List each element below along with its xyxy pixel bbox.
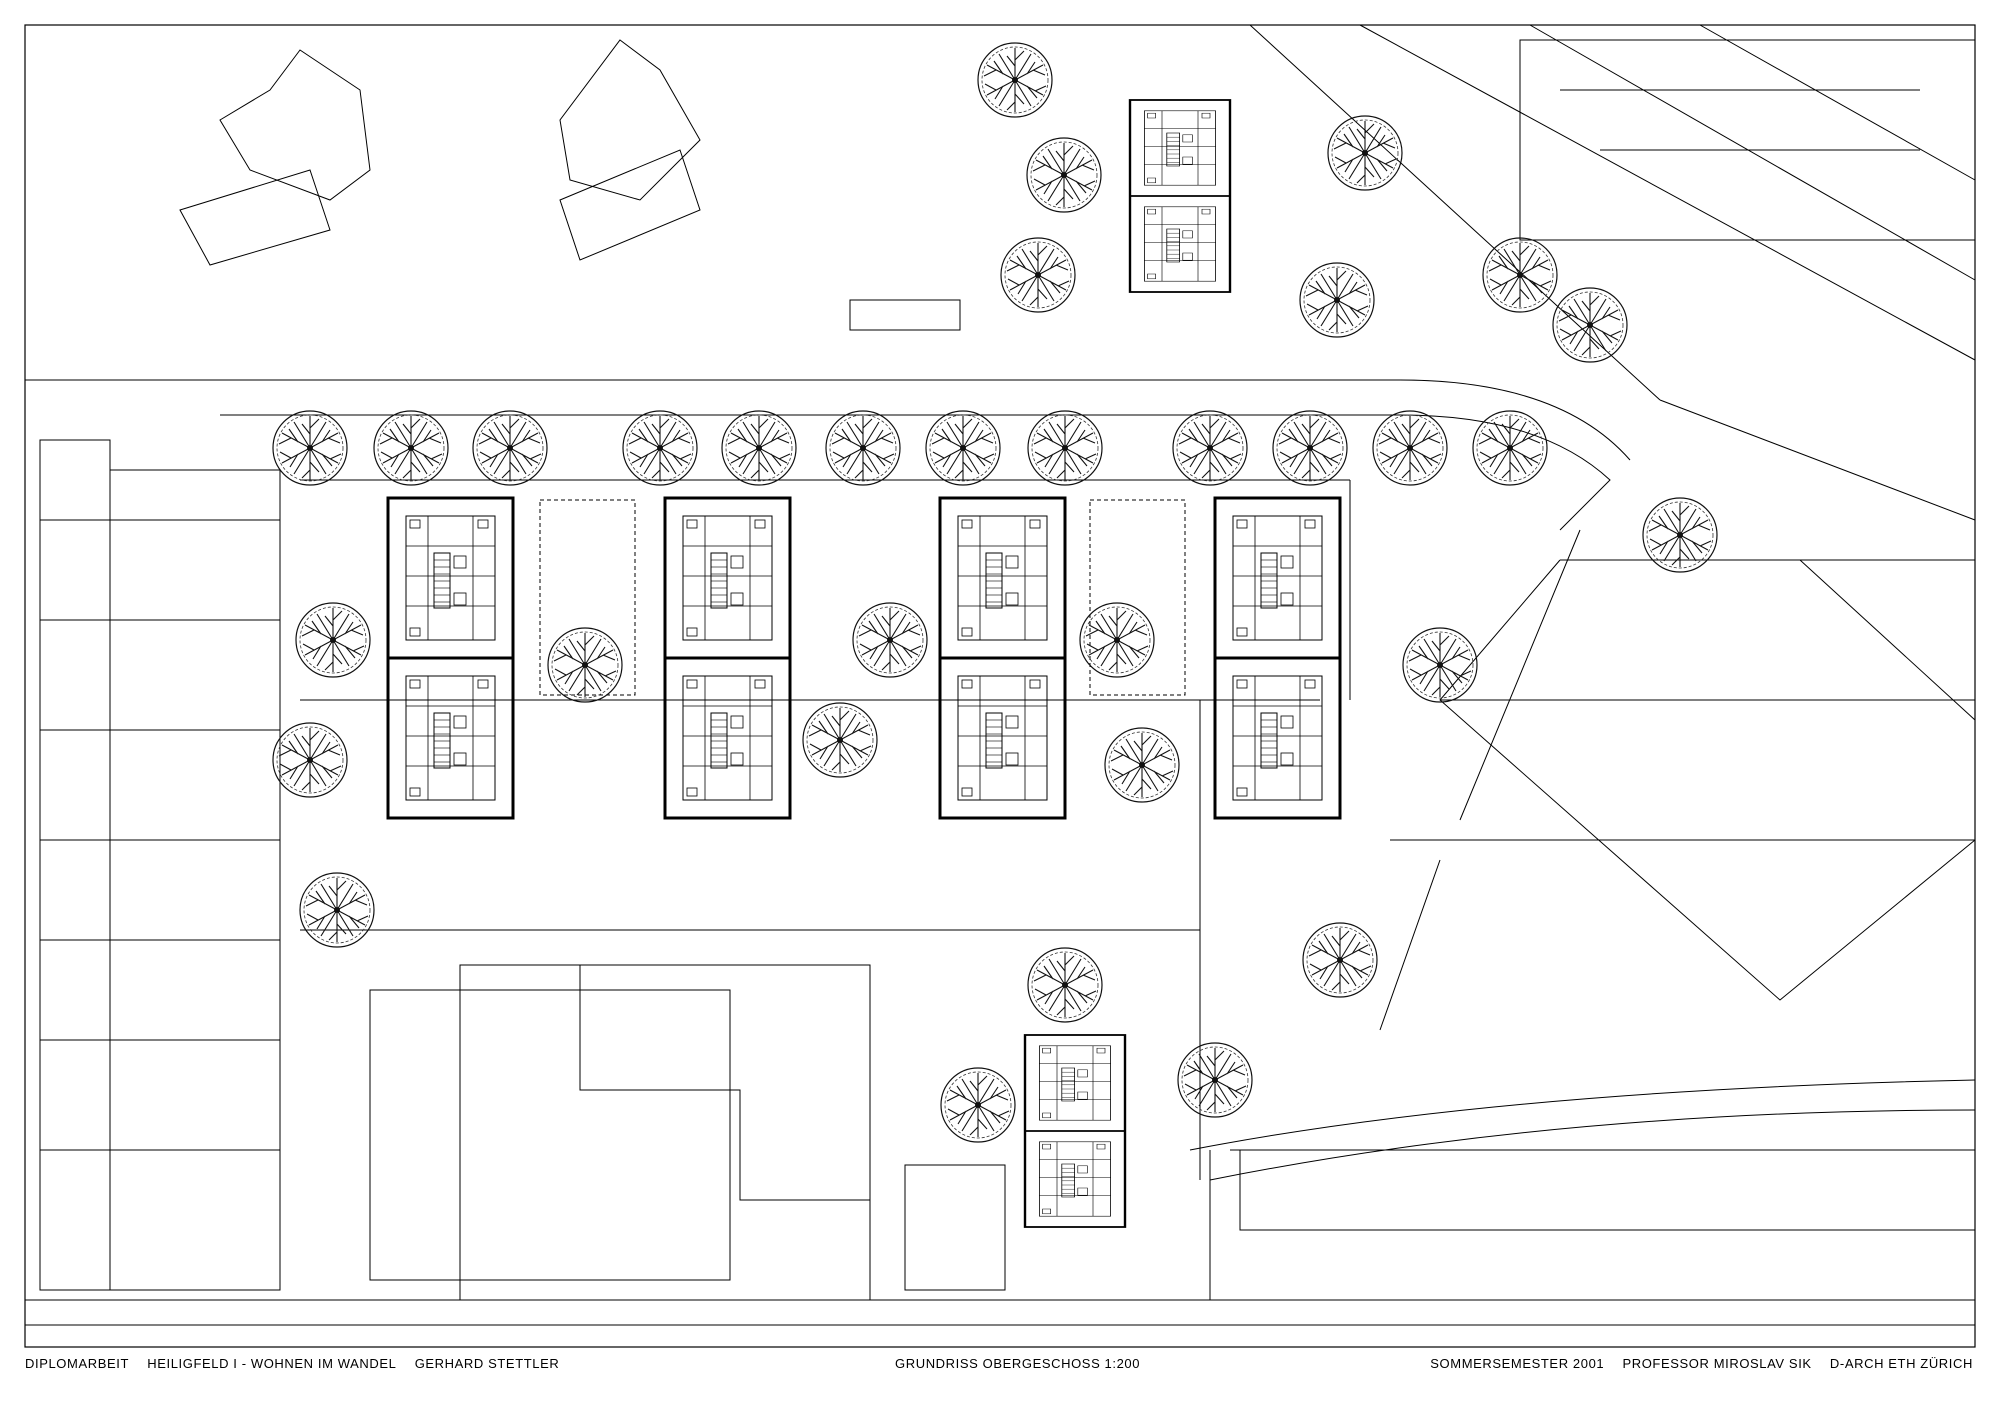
drawing-frame	[24, 24, 1976, 1348]
author-name: GERHARD STETTLER	[414, 1356, 560, 1371]
tree-canopy-icons	[272, 42, 1718, 1143]
building-plans	[388, 100, 1340, 1227]
semester: SOMMERSEMESTER 2001	[1430, 1356, 1605, 1371]
project-title: HEILIGFELD I - WOHNEN IM WANDEL	[147, 1356, 397, 1371]
drawing-title: GRUNDRISS OBERGESCHOSS 1:200	[895, 1356, 1141, 1371]
professor: PROFESSOR MIROSLAV SIK	[1622, 1356, 1812, 1371]
title-block-right: SOMMERSEMESTER 2001 PROFESSOR MIROSLAV S…	[1430, 1356, 1973, 1371]
title-block-center: GRUNDRISS OBERGESCHOSS 1:200	[895, 1356, 1154, 1371]
document-type: DIPLOMARBEIT	[25, 1356, 129, 1371]
site-linework	[25, 24, 1976, 1326]
title-block-left: DIPLOMARBEIT HEILIGFELD I - WOHNEN IM WA…	[25, 1356, 573, 1371]
institution: D-ARCH ETH ZÜRICH	[1829, 1356, 1973, 1371]
